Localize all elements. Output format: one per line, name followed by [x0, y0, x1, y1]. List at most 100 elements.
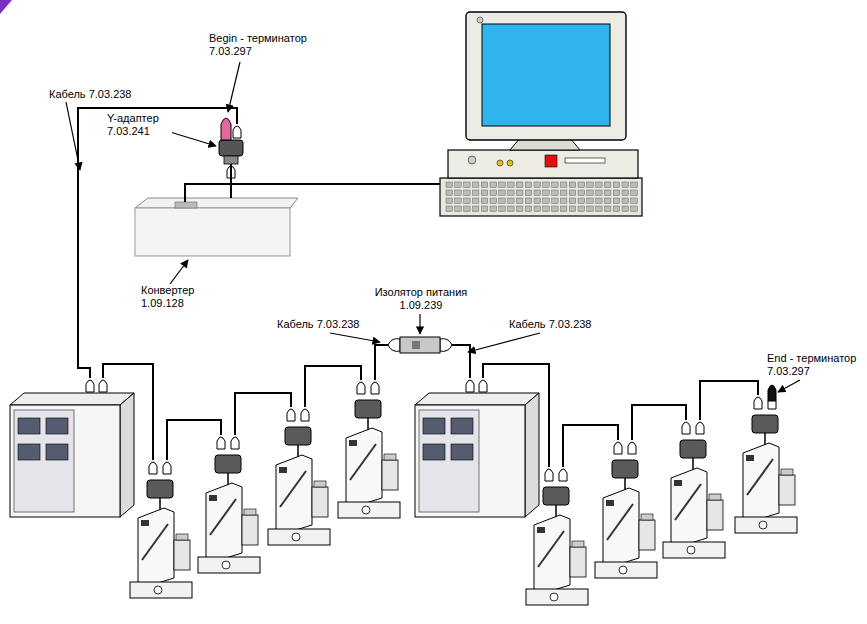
flow-meter-body	[671, 468, 707, 546]
converter-top	[135, 198, 298, 208]
cable-connector	[217, 437, 225, 449]
rack-top	[10, 393, 134, 405]
callout-label: End - терминатор 7.03.297	[766, 352, 864, 378]
key	[631, 190, 638, 196]
cable	[632, 405, 686, 440]
rack-front	[10, 405, 120, 517]
valve	[312, 487, 328, 517]
key	[622, 198, 629, 204]
leader-line	[778, 380, 800, 392]
cable	[230, 164, 232, 198]
key	[604, 198, 611, 204]
leader-line	[170, 260, 188, 284]
valve	[779, 475, 795, 505]
key	[604, 182, 611, 188]
cable-connector	[466, 380, 474, 392]
rack-front	[415, 405, 525, 517]
key	[472, 198, 479, 204]
key	[455, 206, 462, 212]
key	[446, 190, 453, 196]
key	[596, 182, 603, 188]
key	[464, 206, 471, 212]
valve-cap	[709, 494, 721, 500]
drive-slot	[565, 158, 605, 163]
key	[481, 182, 488, 188]
valve	[570, 547, 586, 577]
display	[18, 444, 40, 460]
meter-base	[130, 582, 192, 598]
key	[622, 190, 629, 196]
meter-stripe	[675, 484, 701, 520]
power-button	[545, 155, 557, 167]
key	[622, 206, 629, 212]
cable	[375, 345, 388, 380]
cable-connector	[163, 462, 171, 474]
t-connector	[680, 440, 706, 458]
meter-base	[198, 557, 260, 573]
rack-top	[415, 393, 539, 405]
key	[490, 198, 497, 204]
led	[497, 160, 503, 166]
key	[490, 182, 497, 188]
cable-connector	[682, 422, 690, 434]
leader-line	[330, 333, 380, 342]
rack-panel	[14, 410, 74, 512]
valve	[174, 540, 190, 570]
flow-meter-body	[603, 488, 639, 566]
key	[508, 206, 514, 212]
meter-port	[759, 521, 767, 529]
cable	[483, 364, 549, 467]
key	[455, 190, 462, 196]
key	[552, 190, 559, 196]
rack-side	[120, 393, 134, 517]
isolator-plug	[388, 339, 400, 352]
key	[490, 190, 497, 196]
key	[543, 182, 550, 188]
meter-badge	[209, 495, 217, 501]
key	[587, 190, 594, 196]
meter-badge	[746, 455, 754, 461]
key	[481, 206, 488, 212]
key	[464, 190, 471, 196]
valve	[707, 500, 723, 530]
key	[578, 198, 585, 204]
leader-line	[468, 333, 540, 352]
meter-base	[735, 517, 797, 533]
key	[596, 206, 603, 212]
cable-connector	[99, 380, 107, 392]
cable	[78, 108, 237, 378]
isolator-plug	[440, 339, 452, 352]
key	[516, 190, 523, 196]
cable	[305, 366, 361, 407]
rack-panel	[419, 410, 479, 512]
button	[477, 17, 483, 23]
key	[516, 198, 523, 204]
display	[451, 444, 473, 460]
key	[525, 206, 532, 212]
key	[464, 198, 471, 204]
meter-stripe	[210, 499, 236, 535]
key	[613, 206, 620, 212]
t-connector	[543, 487, 569, 505]
display	[423, 418, 445, 434]
meter-badge	[349, 440, 357, 446]
meter-port	[292, 533, 300, 541]
t-connector	[355, 400, 381, 418]
key	[499, 182, 506, 188]
key	[534, 182, 541, 188]
key	[464, 182, 471, 188]
callout-label: Begin - терминатор 7.03.297	[208, 32, 318, 58]
key	[552, 198, 559, 204]
valve	[639, 520, 655, 550]
cable-connector	[559, 469, 567, 481]
meter-badge	[141, 520, 149, 526]
display	[46, 444, 68, 460]
system-unit	[448, 150, 638, 178]
key	[543, 206, 550, 212]
valve-cap	[781, 469, 793, 475]
flow-meter-body	[346, 428, 382, 506]
meter-port	[619, 566, 627, 574]
meter-badge	[674, 480, 682, 486]
display	[46, 418, 68, 434]
key	[525, 182, 532, 188]
